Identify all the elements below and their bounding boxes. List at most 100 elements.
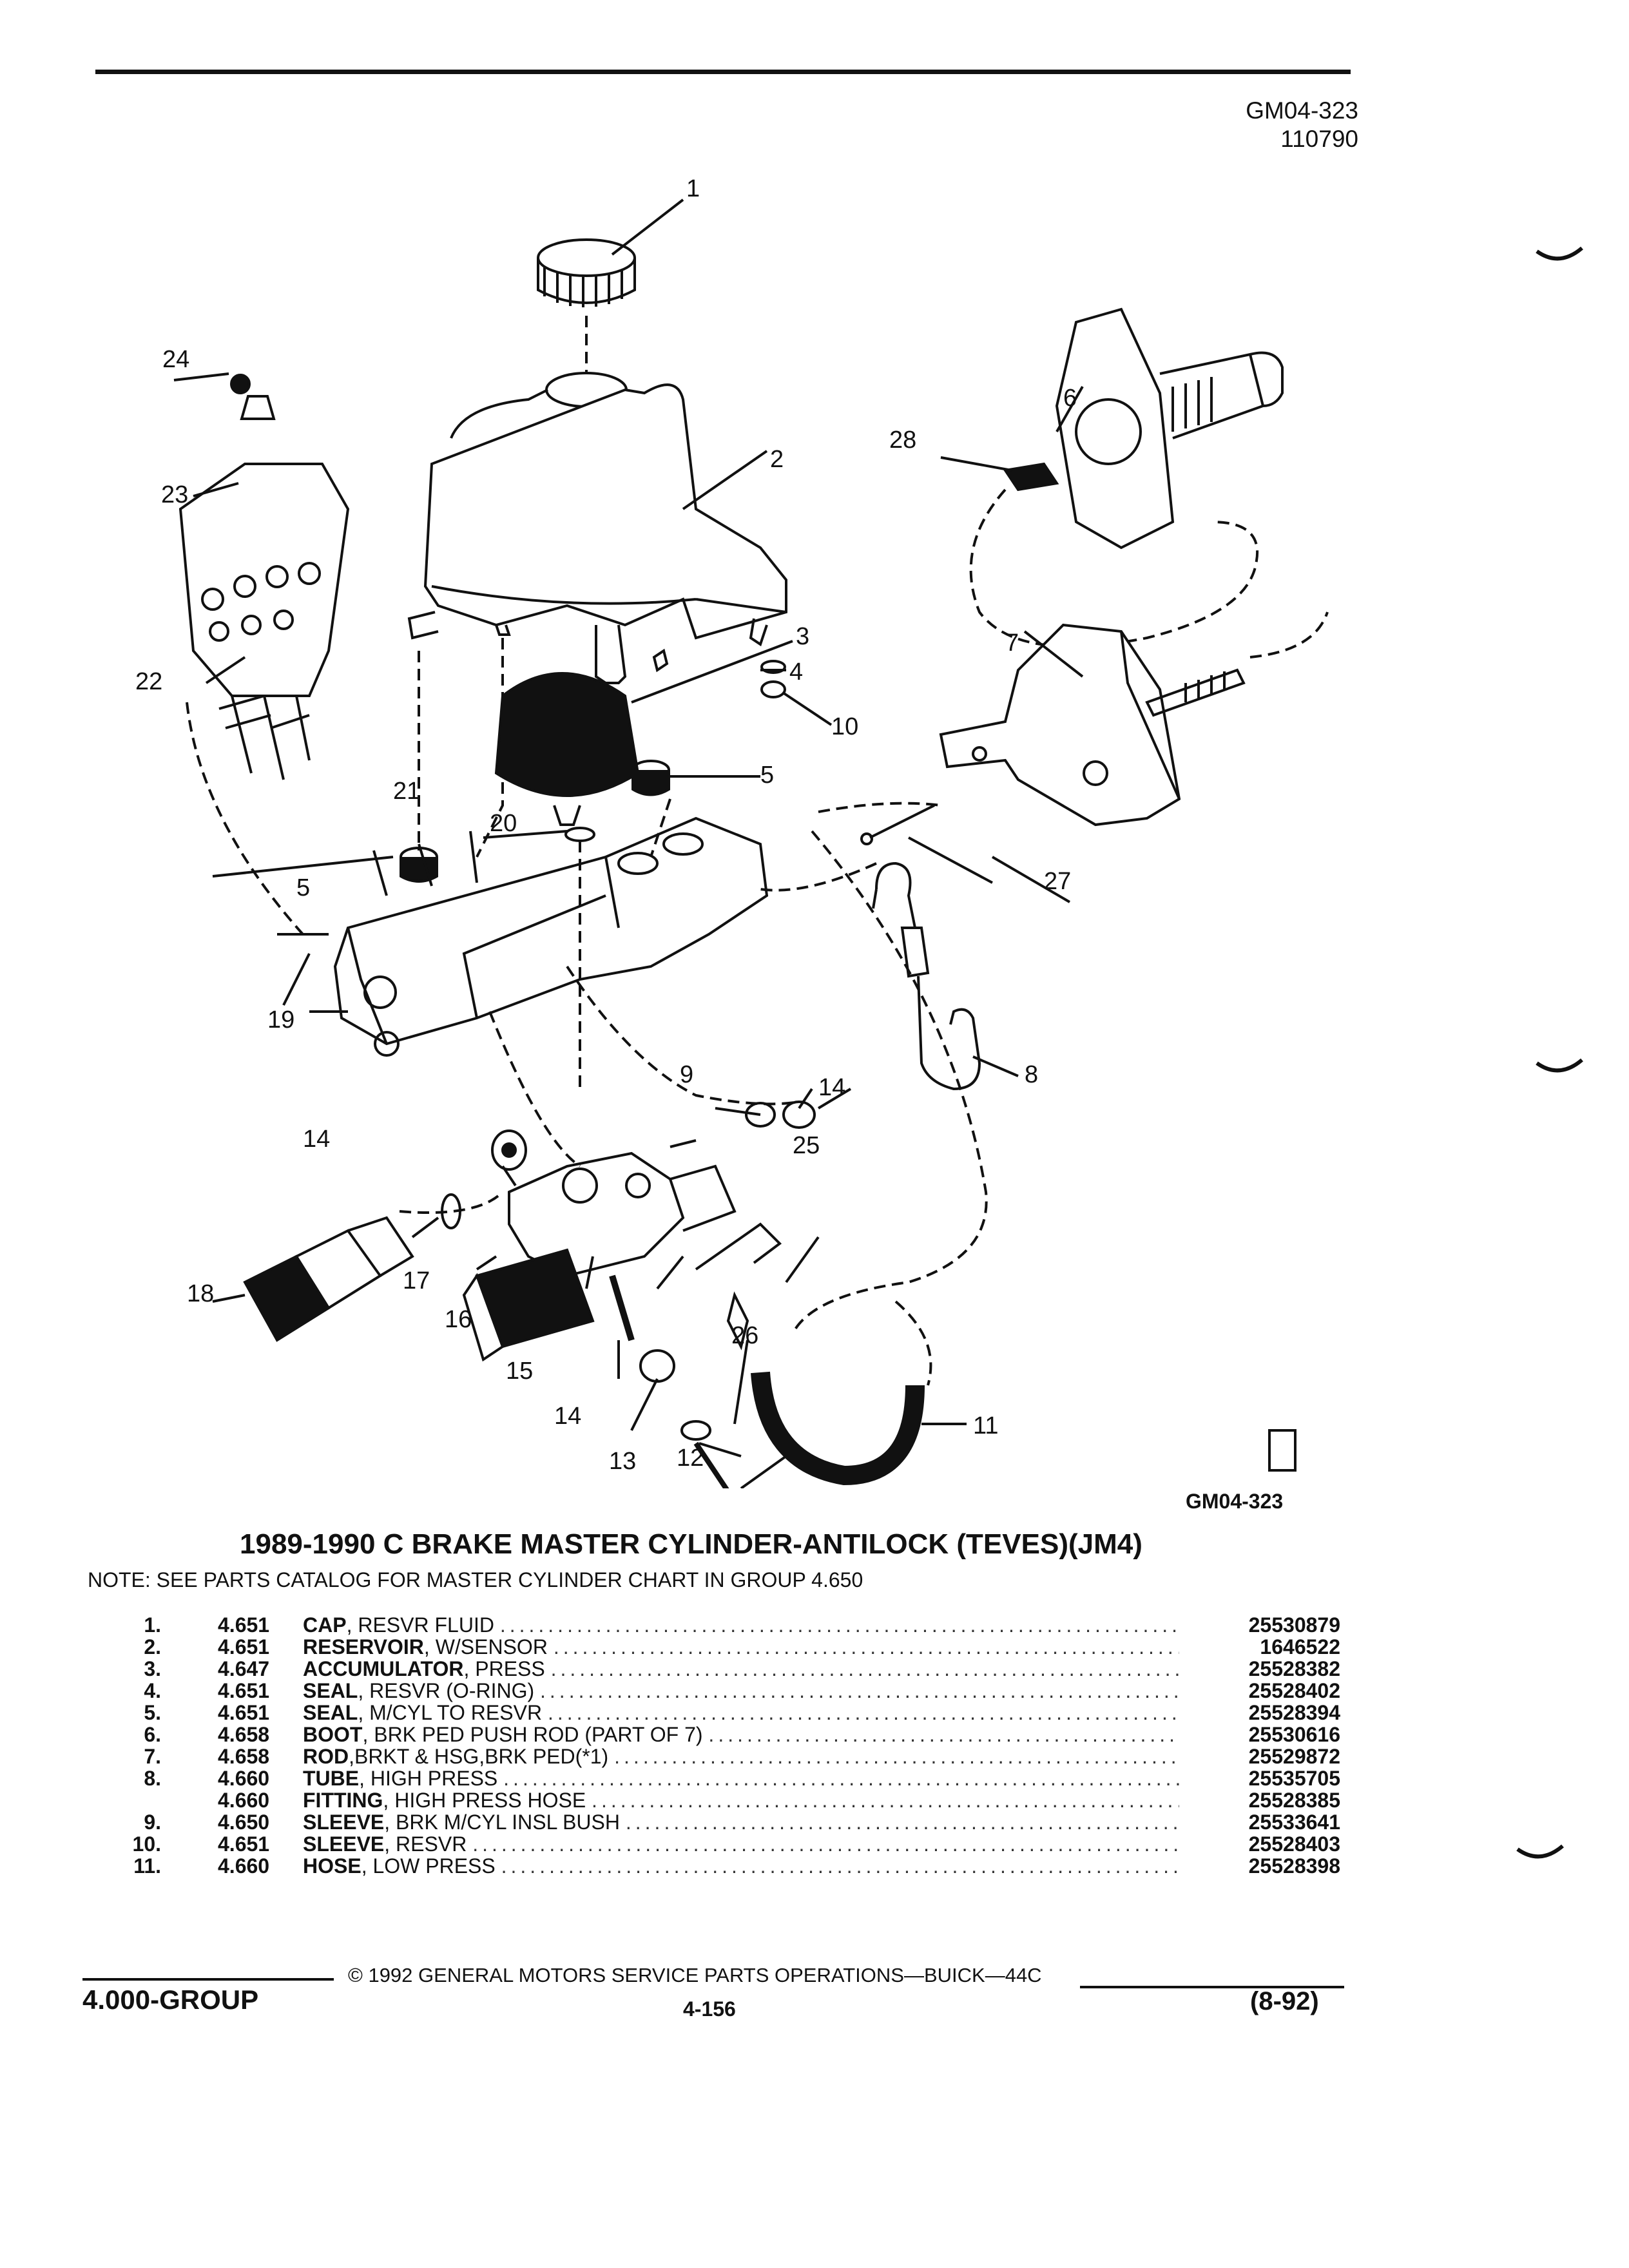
callout-10: 10 (831, 713, 858, 740)
pressure-switch-drawing (243, 1193, 461, 1342)
part-description: HOSE, LOW PRESS ........................… (303, 1854, 1179, 1878)
item-number: 3. (144, 1657, 161, 1680)
callout-2: 2 (770, 446, 784, 473)
callout-5: 5 (760, 762, 774, 789)
copyright-line: © 1992 GENERAL MOTORS SERVICE PARTS OPER… (348, 1964, 1042, 1986)
part-number: 25530879 (1248, 1613, 1340, 1637)
part-number: 25530616 (1248, 1723, 1340, 1746)
group-number: 4.650 (218, 1811, 270, 1834)
seal-5-lower-drawing (400, 847, 438, 883)
part-description: FITTING, HIGH PRESS HOSE ...............… (303, 1789, 1179, 1812)
item-number: 9. (144, 1811, 161, 1834)
part-description: SLEEVE, RESVR ..........................… (303, 1832, 1179, 1856)
callout-14a: 14 (303, 1126, 330, 1153)
page-number: 4-156 (683, 1997, 736, 2021)
callout-4: 4 (789, 658, 803, 686)
group-number: 4.660 (218, 1789, 270, 1812)
connector-drawing (462, 1248, 595, 1362)
parts-row: 6. 4.658 BOOT, BRK PED PUSH ROD (PART OF… (97, 1723, 1340, 1746)
callout-25: 25 (793, 1132, 820, 1159)
part-description: BOOT, BRK PED PUSH ROD (PART OF 7) .....… (303, 1723, 1179, 1746)
callout-17: 17 (403, 1267, 430, 1294)
exploded-parts-diagram: 1 2 3 4 5 5 6 7 8 9 10 11 12 13 14 14 14… (135, 175, 1329, 1488)
callout-1: 1 (686, 175, 700, 202)
group-number: 4.660 (218, 1767, 270, 1790)
part-number: 25528382 (1248, 1657, 1340, 1680)
callout-16: 16 (445, 1306, 472, 1333)
accumulator-drawing (494, 672, 640, 826)
item-number: 5. (144, 1701, 161, 1724)
part-description: ACCUMULATOR, PRESS .....................… (303, 1657, 1179, 1680)
callout-3: 3 (796, 623, 809, 650)
callout-24: 24 (162, 346, 189, 373)
part-number: 25528394 (1248, 1701, 1340, 1724)
reservoir-drawing (407, 372, 787, 684)
master-cylinder-drawing (333, 816, 769, 1057)
callout-18: 18 (187, 1280, 214, 1307)
callout-20: 20 (490, 810, 517, 837)
doc-code: GM04-323 (1246, 97, 1358, 124)
seal-5-upper-drawing (631, 760, 670, 796)
item-number: 6. (144, 1723, 161, 1746)
callout-12: 12 (677, 1445, 704, 1472)
item-number: 1. (144, 1613, 161, 1637)
low-pressure-hose-drawing (751, 1371, 925, 1486)
part-number: 25529872 (1248, 1745, 1340, 1768)
page-title: 1989-1990 C BRAKE MASTER CYLINDER-ANTILO… (240, 1528, 1142, 1560)
callout-5b: 5 (296, 874, 310, 901)
callout-6: 6 (1063, 385, 1077, 412)
group-number: 4.651 (218, 1679, 270, 1702)
binding-mark (1516, 1844, 1564, 1859)
document-id-block: GM04-323 110790 (1246, 97, 1358, 153)
callout-21: 21 (393, 778, 420, 805)
group-label: 4.000-GROUP (82, 1984, 259, 2015)
booster-boot-drawing (1055, 307, 1284, 550)
callout-8: 8 (1025, 1061, 1038, 1088)
item-number: 7. (144, 1745, 161, 1768)
parts-row: 3. 4.647 ACCUMULATOR, PRESS ............… (97, 1657, 1340, 1680)
part-description: SEAL, RESVR (O-RING) ...................… (303, 1679, 1179, 1702)
cap-drawing (537, 238, 636, 307)
part-number: 1646522 (1260, 1635, 1340, 1658)
group-number: 4.651 (218, 1832, 270, 1856)
part-description: SEAL, M/CYL TO RESVR ...................… (303, 1701, 1179, 1724)
parts-row: 7. 4.658 ROD,BRKT & HSG,BRK PED(*1) ....… (97, 1745, 1340, 1768)
pedal-bracket-drawing (939, 623, 1246, 827)
parts-row: 10. 4.651 SLEEVE, RESVR ................… (97, 1832, 1340, 1856)
item-number: 10. (132, 1832, 161, 1856)
high-pressure-tube-drawing (872, 861, 981, 1091)
group-number: 4.658 (218, 1723, 270, 1746)
callout-19: 19 (267, 1006, 294, 1033)
callout-28: 28 (889, 427, 916, 454)
callout-labels: 1 2 3 4 5 5 6 7 8 9 10 11 12 13 14 14 14… (135, 175, 1077, 1475)
hydraulic-unit-drawing (178, 463, 350, 780)
part-number: 25535705 (1248, 1767, 1340, 1790)
parts-row: 8. 4.660 TUBE, HIGH PRESS ..............… (97, 1767, 1340, 1790)
gm-spo-logo (1268, 1429, 1296, 1472)
binding-mark (1536, 246, 1583, 261)
callout-22: 22 (135, 668, 162, 695)
part-description: TUBE, HIGH PRESS .......................… (303, 1767, 1179, 1790)
group-number: 4.658 (218, 1745, 270, 1768)
part-description: SLEEVE, BRK M/CYL INSL BUSH ............… (303, 1811, 1179, 1834)
item-number: 11. (133, 1854, 161, 1878)
parts-row: 4. 4.651 SEAL, RESVR (O-RING) ..........… (97, 1679, 1340, 1702)
revision-date: (8-92) (1250, 1987, 1319, 2015)
figure-id: GM04-323 (1186, 1490, 1284, 1513)
part-number: 25528403 (1248, 1832, 1340, 1856)
callout-14b: 14 (818, 1074, 845, 1101)
parts-row: 2. 4.651 RESERVOIR, W/SENSOR ...........… (97, 1635, 1340, 1658)
parts-row: 5. 4.651 SEAL, M/CYL TO RESVR ..........… (97, 1701, 1340, 1724)
group-number: 4.651 (218, 1635, 270, 1658)
group-number: 4.651 (218, 1701, 270, 1724)
doc-number: 110790 (1280, 126, 1358, 152)
part-number: 25528385 (1248, 1789, 1340, 1812)
part-number: 25528398 (1248, 1854, 1340, 1878)
part-description: CAP, RESVR FLUID .......................… (303, 1613, 1179, 1637)
catalog-note: NOTE: SEE PARTS CATALOG FOR MASTER CYLIN… (88, 1568, 863, 1591)
callout-9: 9 (680, 1061, 693, 1088)
parts-row: 1. 4.651 CAP, RESVR FLUID ..............… (97, 1613, 1340, 1637)
parts-row: 11. 4.660 HOSE, LOW PRESS ..............… (97, 1854, 1340, 1878)
callout-11: 11 (973, 1412, 998, 1439)
